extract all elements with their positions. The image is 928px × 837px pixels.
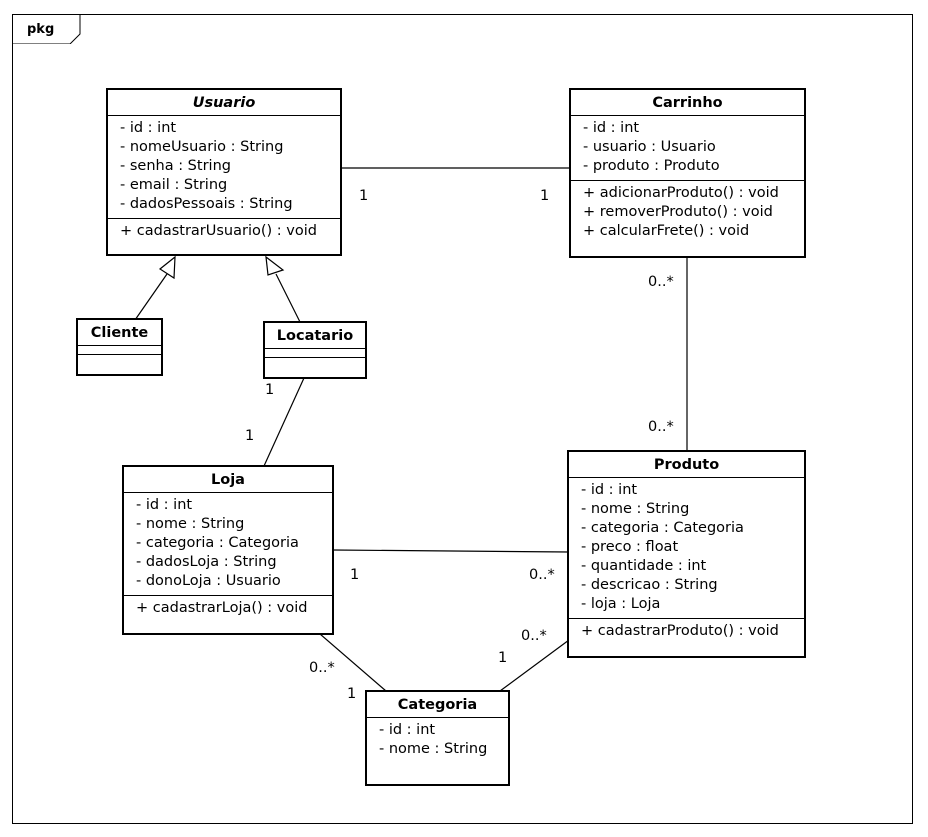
class-cliente[interactable]: Cliente xyxy=(76,318,163,376)
attribute: - dadosLoja : String xyxy=(136,554,277,570)
multiplicity-categoria-end: 1 xyxy=(347,686,357,702)
attribute: - senha : String xyxy=(120,158,231,174)
attribute: - nome : String xyxy=(581,501,690,517)
attributes-section: - id : int - nome : String xyxy=(367,718,508,763)
class-name: Categoria xyxy=(367,692,508,718)
operation: + cadastrarProduto() : void xyxy=(581,623,779,639)
generalization-locatario-usuario[interactable] xyxy=(275,273,301,323)
attribute: - dadosPessoais : String xyxy=(120,196,293,212)
operation: + cadastrarLoja() : void xyxy=(136,600,308,616)
attributes-section: - id : int - nome : String - categoria :… xyxy=(569,478,804,619)
operation: + removerProduto() : void xyxy=(583,204,773,220)
generalization-arrowhead-usuario-cliente xyxy=(158,255,176,280)
package-tab xyxy=(12,14,82,44)
attributes-section: - id : int - nomeUsuario : String - senh… xyxy=(108,116,340,219)
class-usuario[interactable]: Usuario - id : int - nomeUsuario : Strin… xyxy=(106,88,342,256)
attribute: - categoria : Categoria xyxy=(581,520,744,536)
multiplicity-loja-end: 1 xyxy=(350,567,360,583)
operation: + adicionarProduto() : void xyxy=(583,185,779,201)
attribute: - descricao : String xyxy=(581,577,718,593)
attribute: - id : int xyxy=(379,722,436,738)
generalization-arrowhead-usuario-locatario xyxy=(265,255,285,276)
operation: + calcularFrete() : void xyxy=(583,223,750,239)
operations-section: + adicionarProduto() : void + removerPro… xyxy=(571,181,804,245)
attribute: - donoLoja : Usuario xyxy=(136,573,281,589)
attributes-section xyxy=(265,349,365,358)
class-name: Carrinho xyxy=(571,90,804,116)
class-name: Loja xyxy=(124,467,332,493)
class-name: Usuario xyxy=(108,90,340,116)
multiplicity-produto-end: 0..* xyxy=(521,628,547,644)
package-label: pkg xyxy=(27,22,55,37)
attribute: - preco : float xyxy=(581,539,679,555)
generalization-cliente-usuario[interactable] xyxy=(134,273,168,321)
assoc-loja-produto[interactable] xyxy=(332,549,570,553)
attribute: - loja : Loja xyxy=(581,596,661,612)
class-name: Locatario xyxy=(265,323,365,349)
class-name: Produto xyxy=(569,452,804,478)
operations-section xyxy=(265,358,365,366)
multiplicity-loja-end: 1 xyxy=(245,428,255,444)
attribute: - produto : Produto xyxy=(583,158,720,174)
attribute: - nomeUsuario : String xyxy=(120,139,284,155)
multiplicity-produto-end: 0..* xyxy=(648,419,674,435)
attribute: - id : int xyxy=(120,120,177,136)
class-carrinho[interactable]: Carrinho - id : int - usuario : Usuario … xyxy=(569,88,806,258)
class-locatario[interactable]: Locatario xyxy=(263,321,367,379)
multiplicity-carrinho-end: 1 xyxy=(540,188,550,204)
operations-section: + cadastrarLoja() : void xyxy=(124,596,332,622)
attribute: - usuario : Usuario xyxy=(583,139,716,155)
assoc-locatario-loja[interactable] xyxy=(263,377,305,467)
attribute: - id : int xyxy=(581,482,638,498)
attribute: - id : int xyxy=(583,120,640,136)
multiplicity-locatario-end: 1 xyxy=(265,382,275,398)
multiplicity-carrinho-end: 0..* xyxy=(648,274,674,290)
attribute: - nome : String xyxy=(136,516,245,532)
assoc-produto-categoria[interactable] xyxy=(499,639,570,692)
assoc-loja-categoria[interactable] xyxy=(319,633,387,692)
operations-section xyxy=(78,355,161,363)
attributes-section xyxy=(78,346,161,355)
attribute: - nome : String xyxy=(379,741,488,757)
attribute: - id : int xyxy=(136,497,193,513)
operation: + cadastrarUsuario() : void xyxy=(120,223,317,239)
attribute: - categoria : Categoria xyxy=(136,535,299,551)
class-name: Cliente xyxy=(78,320,161,346)
attribute: - email : String xyxy=(120,177,228,193)
class-loja[interactable]: Loja - id : int - nome : String - catego… xyxy=(122,465,334,635)
multiplicity-loja-end: 0..* xyxy=(309,660,335,676)
attribute: - quantidade : int xyxy=(581,558,707,574)
attributes-section: - id : int - nome : String - categoria :… xyxy=(124,493,332,596)
operations-section: + cadastrarProduto() : void xyxy=(569,619,804,645)
class-produto[interactable]: Produto - id : int - nome : String - cat… xyxy=(567,450,806,658)
multiplicity-produto-end: 0..* xyxy=(529,567,555,583)
package-frame xyxy=(12,14,913,824)
multiplicity-categoria-end: 1 xyxy=(498,650,508,666)
attributes-section: - id : int - usuario : Usuario - produto… xyxy=(571,116,804,181)
class-categoria[interactable]: Categoria - id : int - nome : String xyxy=(365,690,510,786)
multiplicity-usuario-end: 1 xyxy=(359,188,369,204)
operations-section: + cadastrarUsuario() : void xyxy=(108,219,340,245)
